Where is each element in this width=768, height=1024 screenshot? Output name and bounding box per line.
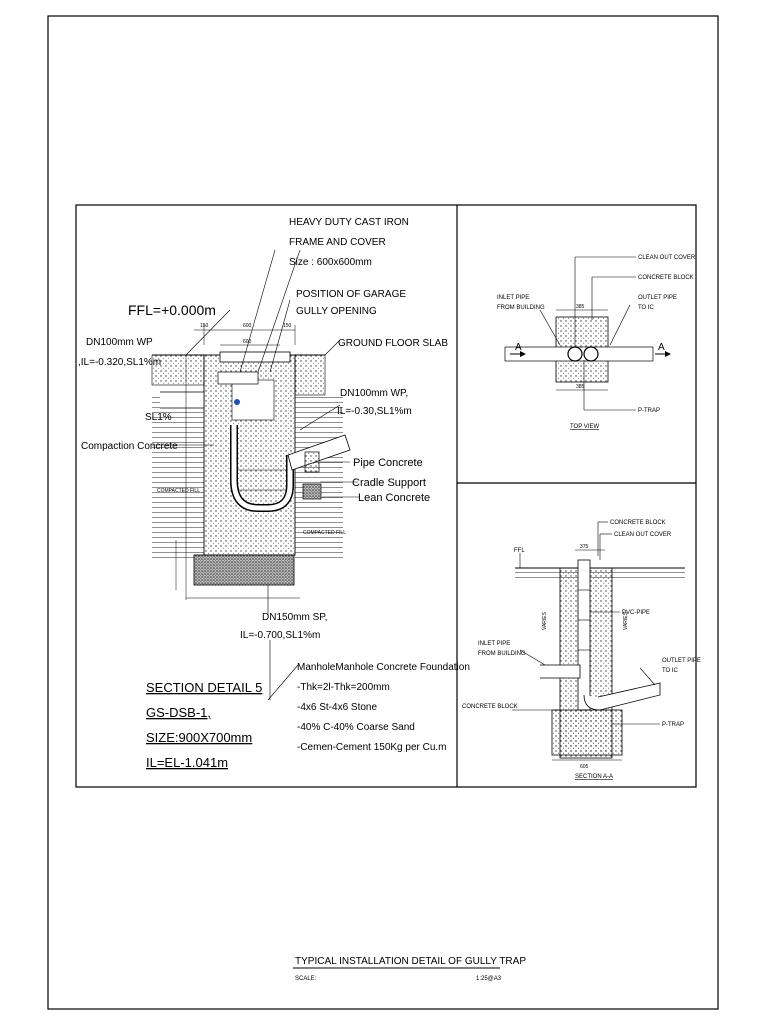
detail-title: SECTION DETAIL 5 <box>146 680 262 695</box>
gully-label-line2: GULLY OPENING <box>296 306 377 317</box>
aa-clean-out-label: CLEAN OUT COVER <box>614 532 672 538</box>
inlet-label-line2: ,IL=-0.320,SL1%m <box>78 357 161 368</box>
detail-il: IL=EL-1.041m <box>146 755 228 770</box>
top-view-drawing <box>504 256 671 411</box>
tv-inlet-label-line1: INLET PIPE <box>497 295 529 301</box>
tv-concrete-block-label: CONCRETE BLOCK <box>638 275 694 281</box>
aa-inlet-label-line2: FROM BUILDING <box>478 651 526 657</box>
foundation-line4: -40% C-40% Coarse Sand <box>297 722 415 733</box>
dn150-label-line2: IL=-0.700,SL1%m <box>240 630 320 641</box>
drawing-title: TYPICAL INSTALLATION DETAIL OF GULLY TRA… <box>295 956 526 967</box>
tv-inlet-label-line2: FROM BUILDING <box>497 305 545 311</box>
tv-section-mark-right: A <box>658 342 665 353</box>
dim-sub-top: 600 <box>243 339 252 345</box>
section-detail-drawing <box>151 249 360 701</box>
cover-label-line1: HEAVY DUTY CAST IRON <box>289 217 409 228</box>
tv-section-mark-left: A <box>515 342 522 353</box>
aa-pvc-label: PVC-PIPE <box>622 610 650 616</box>
section-aa-drawing <box>512 521 685 761</box>
foundation-line5: -Cemen-Cement 150Kg per Cu.m <box>297 742 447 753</box>
top-view-labels: CLEAN OUT COVER CONCRETE BLOCK INLET PIP… <box>497 255 696 430</box>
lean-concrete-label: Lean Concrete <box>358 492 430 504</box>
foundation-line3: -4x6 St-4x6 Stone <box>297 702 377 713</box>
cover-label-line2: FRAME AND COVER <box>289 237 386 248</box>
foundation-line2: -Thk=2l-Thk=200mm <box>297 682 390 693</box>
aa-title: SECTION A-A <box>575 774 613 780</box>
compaction-label: Compaction Concrete <box>81 441 178 452</box>
tv-outlet-label-line2: TO IC <box>638 305 655 311</box>
aa-outlet-label-line2: TO IC <box>662 668 679 674</box>
pipe-concrete-label: Pipe Concrete <box>353 457 423 469</box>
section-aa-labels: CONCRETE BLOCK CLEAN OUT COVER FFL PVC-P… <box>462 520 701 780</box>
compacted-fill-left: COMPACTED FILL <box>157 488 200 494</box>
detail-ref: GS-DSB-1, <box>146 705 211 720</box>
sheet-border <box>47 15 719 1010</box>
gully-label-line1: POSITION OF GARAGE <box>296 289 406 300</box>
slab-label: GROUND FLOOR SLAB <box>338 338 448 349</box>
drawing-frame <box>75 204 697 788</box>
aa-concrete-block-left: CONCRETE BLOCK <box>462 704 518 710</box>
outlet-label-line2: IL=-0.30,SL1%m <box>337 406 412 417</box>
section-detail-labels: HEAVY DUTY CAST IRON FRAME AND COVER Siz… <box>78 217 470 770</box>
title-block: TYPICAL INSTALLATION DETAIL OF GULLY TRA… <box>293 956 526 982</box>
aa-varies-left: VARIES <box>542 611 548 630</box>
detail-size: SIZE:900X700mm <box>146 730 252 745</box>
dim-top-right: 150 <box>283 323 292 329</box>
aa-varies-right: VARIES <box>623 611 629 630</box>
dn150-label-line1: DN150mm SP, <box>262 612 327 623</box>
outlet-label-line1: DN100mm WP, <box>340 388 408 399</box>
tv-clean-out-label: CLEAN OUT COVER <box>638 255 696 261</box>
cradle-label: Cradle Support <box>352 477 426 489</box>
aa-concrete-block-label: CONCRETE BLOCK <box>610 520 666 526</box>
tv-outlet-label-line1: OUTLET PIPE <box>638 295 677 301</box>
scale-value: 1:25@A3 <box>476 976 502 982</box>
aa-ptrap-label: P-TRAP <box>662 722 684 728</box>
scale-label: SCALE: <box>295 976 317 982</box>
aa-inlet-label-line1: INLET PIPE <box>478 641 510 647</box>
tv-ptrap-label: P-TRAP <box>638 408 660 414</box>
aa-dim-top: 375 <box>580 544 589 550</box>
dim-top-left: 150 <box>200 323 209 329</box>
tv-title: TOP VIEW <box>570 424 599 430</box>
compacted-fill-right: COMPACTED FILL <box>303 530 346 536</box>
ffl-label: FFL=+0.000m <box>128 302 216 318</box>
tv-dim-bottom: 385 <box>576 384 585 390</box>
slope-label: SL1% <box>145 412 172 423</box>
cover-label-line3: Size : 600x600mm <box>289 257 372 268</box>
aa-outlet-label-line1: OUTLET PIPE <box>662 658 701 664</box>
foundation-line1: ManholeManhole Concrete Foundation <box>297 662 470 673</box>
inlet-label-line1: DN100mm WP <box>86 337 153 348</box>
dim-top-mid: 600 <box>243 323 252 329</box>
aa-dim-bottom: 605 <box>580 764 589 770</box>
aa-ffl-label: FFL <box>514 548 525 554</box>
tv-dim-top: 385 <box>576 304 585 310</box>
